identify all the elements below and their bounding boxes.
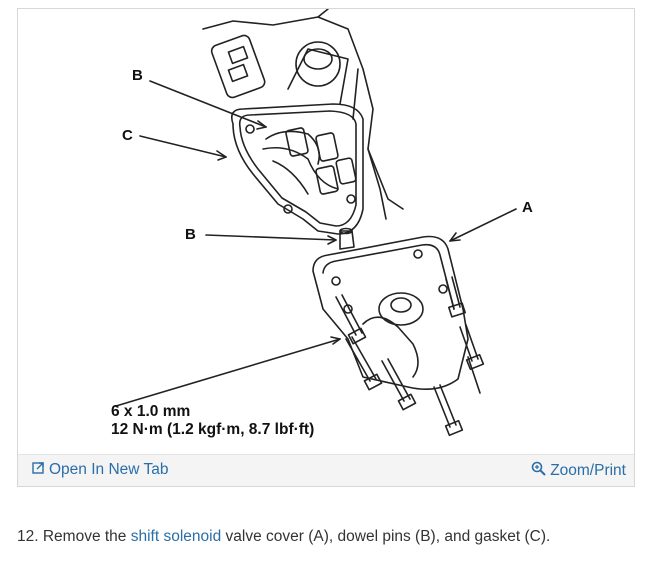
- dowel-pin: [339, 230, 355, 250]
- open-in-new-tab-label: Open In New Tab: [49, 461, 169, 478]
- diagram-frame: B C A B 6 x 1.0 mm 12 N·m (1.2 kgf·m, 8.…: [17, 8, 635, 487]
- leader-a: [449, 208, 517, 242]
- callout-b-mid: B: [185, 226, 196, 243]
- transmission-housing: [202, 16, 404, 210]
- zoom-print-link[interactable]: Zoom/Print: [531, 461, 626, 481]
- bolt-torque: 12 N·m (1.2 kgf·m, 8.7 lbf·ft): [111, 421, 315, 438]
- open-in-new-tab-link[interactable]: Open In New Tab: [32, 461, 168, 479]
- leader-b-mid: [205, 234, 337, 241]
- leader-c: [139, 135, 227, 158]
- valve-cover-a: [312, 235, 469, 390]
- technical-diagram: B C A B 6 x 1.0 mm 12 N·m (1.2 kgf·m, 8.…: [18, 9, 634, 454]
- step-instruction: 12. Remove the shift solenoid valve cove…: [17, 528, 550, 546]
- zoom-print-label: Zoom/Print: [550, 462, 626, 479]
- magnifier-icon: [531, 461, 546, 481]
- solenoid-connector: [210, 34, 266, 99]
- gasket-c: [230, 103, 364, 235]
- callout-b-top: B: [132, 67, 143, 84]
- callout-a: A: [522, 199, 533, 216]
- bolt-spec: 6 x 1.0 mm 12 N·m (1.2 kgf·m, 8.7 lbf·ft…: [111, 403, 314, 439]
- shift-link[interactable]: shift: [130, 528, 160, 545]
- caption-suffix: valve cover (A), dowel pins (B), and gas…: [221, 528, 551, 545]
- bolts: [335, 276, 485, 437]
- open-in-new-tab-icon: [32, 461, 45, 479]
- callout-c: C: [122, 127, 133, 144]
- leader-b-top: [149, 80, 267, 128]
- image-toolbar: Open In New Tab Zoom/Print: [18, 454, 634, 486]
- diagram-drawing: [115, 9, 517, 437]
- bolt-size: 6 x 1.0 mm: [111, 403, 191, 420]
- caption-prefix: 12. Remove the: [17, 528, 131, 545]
- leader-bolt: [115, 338, 341, 407]
- solenoid-link[interactable]: solenoid: [163, 528, 222, 545]
